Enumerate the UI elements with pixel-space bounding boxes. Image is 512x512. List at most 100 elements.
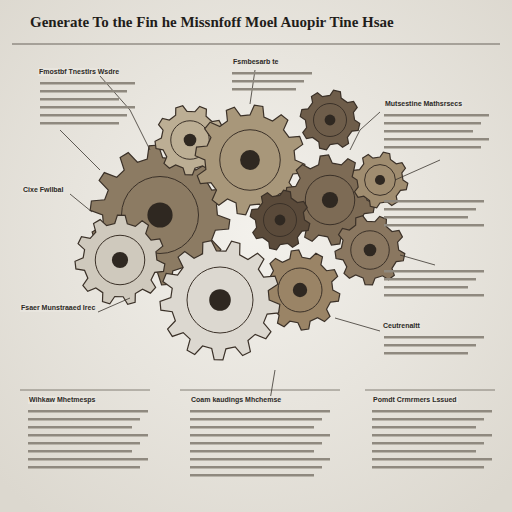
body-text-bar [384,146,481,149]
gear-rim [264,204,297,237]
body-text-bar [40,82,135,85]
body-text-bar [40,122,119,125]
leader-lines [60,70,440,400]
body-text-bar [384,278,476,281]
callout-label: Fsmbesarb te [232,58,280,66]
gear-hub [147,202,172,227]
body-text-bar [384,286,468,289]
body-text-bar [372,450,476,453]
gear-hub [322,192,338,208]
body-text-bar [372,434,492,437]
body-text-bar [28,442,140,445]
gear-hub [375,175,385,185]
body-text-bar [384,216,468,219]
body-text-bar [190,426,314,429]
leader-line [335,318,380,331]
leader-line [250,70,255,104]
gear-body [300,90,360,150]
body-text-bar [190,450,314,453]
callout-label: Wihkaw Mhetmesps [28,396,96,404]
gear-hub [275,215,286,226]
gear-rim [95,235,145,285]
body-text-bar [40,90,127,93]
leader-line [100,76,150,150]
body-text-bar [190,442,322,445]
leader-line [350,112,380,150]
body-text-bar [372,426,476,429]
body-text-bar [384,352,468,355]
body-text-bar [190,458,330,461]
gear-hub [293,283,307,297]
gear [160,241,280,360]
section-rule [180,390,340,391]
body-text-bar [384,200,484,203]
gear-rim [187,267,253,333]
body-text-bar [384,114,489,117]
gear-hub [364,244,377,257]
gear-hub [209,289,231,311]
body-text-bars [28,72,492,477]
body-text-bar [384,138,489,141]
gear-hub [112,252,128,268]
body-text-bar [40,98,119,101]
body-text-bar [28,434,148,437]
gear-body [160,241,280,360]
gear [250,190,310,250]
gear-rim [305,175,355,225]
body-text-bar [190,474,314,477]
body-text-bar [372,442,484,445]
leader-line [400,255,435,265]
leader-line [60,130,100,170]
gear-hub [184,134,197,147]
section-rule [20,390,150,391]
callout-label: Cixe Fwllbal [22,186,64,194]
body-text-bar [190,410,330,413]
leader-line [98,298,130,312]
leader-line [395,160,440,180]
gear [300,90,360,150]
body-text-bar [40,106,135,109]
body-text-bar [232,88,296,91]
gear-hub [240,150,260,170]
gear-cluster [75,90,408,360]
body-text-bar [384,294,484,297]
leader-line [70,194,92,212]
gear-rim [365,165,396,196]
callout-label: Fsaer Munstraaed Irec [20,304,96,312]
body-text-bar [372,418,484,421]
body-text-bar [384,336,484,339]
body-text-bar [28,466,140,469]
body-text-bar [232,72,312,75]
body-text-bar [190,466,322,469]
title-rule [12,44,500,45]
gear-hub [325,115,336,126]
body-text-bar [40,114,127,117]
callout-label: Mutsestine Mathsrsecs [384,100,463,108]
gear-body [260,250,340,330]
body-text-bar [190,434,330,437]
body-text-bar [384,344,476,347]
section-rule [365,390,495,391]
gear-body [352,152,408,208]
body-text-bar [384,270,484,273]
body-text-bar [384,224,484,227]
body-text-bar [28,458,148,461]
gear-rim [314,104,347,137]
gear-rim [220,130,281,191]
gear-body [75,215,165,304]
gear-body [250,190,310,250]
body-text-bar [28,418,140,421]
callout-label: Pomdt Crmrmers Lssued [372,396,458,404]
body-text-bar [28,450,132,453]
body-text-bar [232,80,304,83]
body-text-bar [28,410,148,413]
section-rules [20,390,495,391]
body-text-bar [384,130,473,133]
body-text-bar [372,410,492,413]
body-text-bar [384,208,476,211]
callout-label: Coam kaudings Mhchemse [190,396,282,404]
body-text-bar [384,122,481,125]
body-text-bar [372,458,492,461]
